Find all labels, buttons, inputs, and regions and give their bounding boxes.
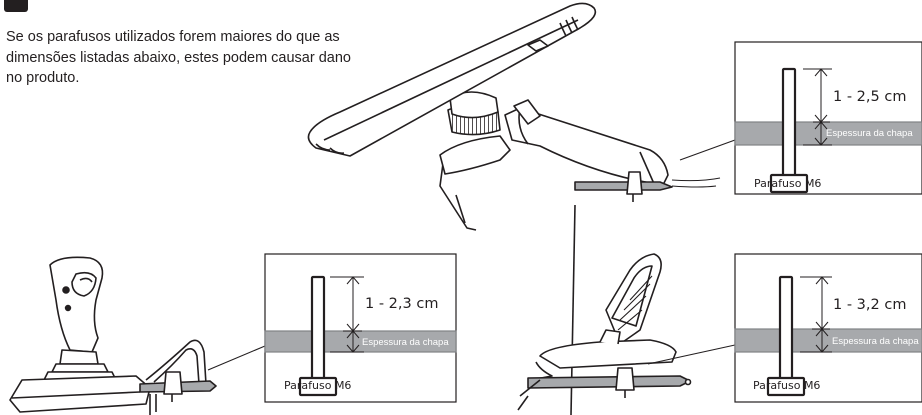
bolt-label-shifter: Parafuso M6 xyxy=(284,379,351,392)
length-label-shifter: 1 - 2,3 cm xyxy=(365,296,438,312)
bolt-label-wheel: Parafuso M6 xyxy=(754,177,821,190)
thickness-label-shifter: Espessura da chapa xyxy=(362,337,449,348)
warning-icon xyxy=(4,0,28,12)
bolt-label-pedals: Parafuso M6 xyxy=(753,379,820,392)
bolt-detail-shifter xyxy=(264,253,457,403)
shifter-illustration xyxy=(9,256,266,415)
thickness-label-wheel: Espessura da chapa xyxy=(826,128,913,139)
length-label-pedals: 1 - 3,2 cm xyxy=(833,297,906,313)
bolt-detail-wheel xyxy=(734,41,922,195)
warning-text: Se os parafusos utilizados forem maiores… xyxy=(6,29,351,86)
length-label-wheel: 1 - 2,5 cm xyxy=(833,89,906,105)
bolt-detail-pedals xyxy=(734,253,922,403)
wheel-illustration xyxy=(307,2,736,415)
thickness-label-pedals: Espessura da chapa xyxy=(832,336,919,347)
pedals-illustration xyxy=(517,253,736,411)
